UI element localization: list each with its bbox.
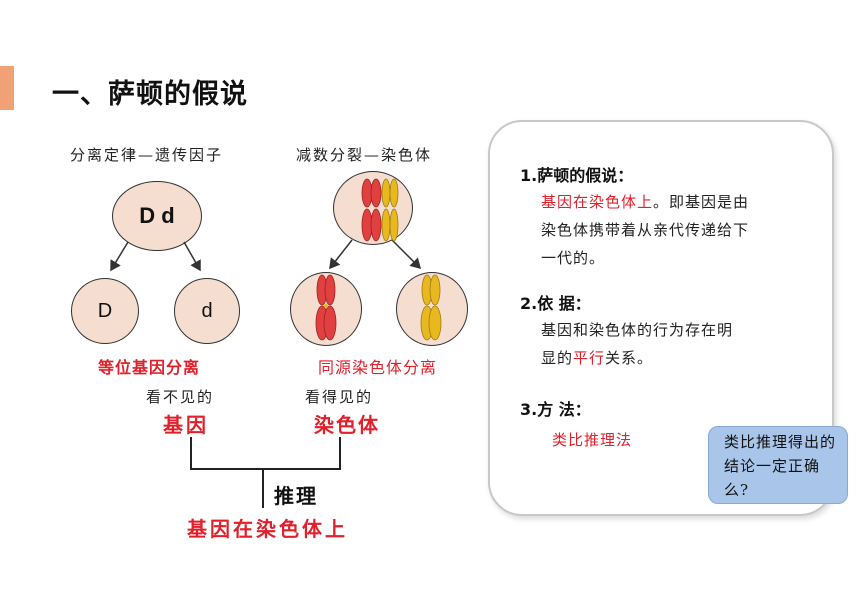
daughter-allele-lower: d [201, 299, 213, 322]
text-invisible: 看不见的 [146, 388, 215, 406]
hypothesis-key: 基因在染色体上 [541, 193, 654, 211]
arrow-chrom-right [391, 239, 422, 270]
chromosome-yellow-icon [420, 274, 442, 341]
hypothesis-line-1: 基因在染色体上。即基因是由 [541, 188, 831, 216]
label-homolog-separation: 同源染色体分离 [318, 358, 438, 377]
hypothesis-text: 基因在染色体上。即基因是由 染色体携带着从亲代传递给下 一代的。 [541, 188, 831, 272]
word-chromosome: 染色体 [314, 413, 380, 437]
reasoning-bracket [190, 437, 341, 470]
arrow-gene-left [110, 241, 129, 272]
caption-meiosis: 减数分裂—染色体 [296, 146, 433, 164]
chromosome-red-icon [315, 274, 337, 341]
conclusion-text: 基因在染色体上 [187, 517, 348, 541]
card-heading-hypothesis: 1.萨顿的假说： [520, 166, 634, 185]
page-title: 一、萨顿的假说 [52, 79, 248, 110]
daughter-cell-d-upper: D [71, 278, 139, 344]
basis-post: 关系。 [605, 349, 654, 367]
hypothesis-line-1-rest: 。即基因是由 [653, 193, 750, 211]
label-reasoning: 推理 [274, 484, 318, 508]
text-visible: 看得见的 [305, 388, 374, 406]
card-heading-basis: 2.依 据： [520, 294, 591, 313]
daughter-cell-d-lower: d [174, 278, 240, 344]
basis-line-2: 显的平行关系。 [541, 344, 831, 372]
basis-pre: 显的 [541, 349, 574, 367]
basis-text: 基因和染色体的行为存在明 显的平行关系。 [541, 316, 831, 372]
basis-key: 平行 [573, 349, 606, 367]
arrow-gene-right [183, 241, 201, 272]
hypothesis-line-3: 一代的。 [541, 249, 606, 267]
parent-alleles: D d [139, 203, 175, 228]
word-gene: 基因 [163, 413, 209, 437]
basis-line-1: 基因和染色体的行为存在明 [541, 321, 734, 339]
question-bubble-text: 类比推理得出的结论一定正确么? [724, 433, 837, 499]
card-heading-method: 3.方 法： [520, 400, 591, 419]
chromosome-pair-icon [361, 178, 399, 242]
hypothesis-line-2: 染色体携带着从亲代传递给下 [541, 221, 750, 239]
label-allele-separation: 等位基因分离 [98, 358, 201, 377]
method-text: 类比推理法 [552, 431, 633, 449]
daughter-allele-upper: D [97, 299, 113, 322]
hypothesis-card [488, 120, 834, 516]
question-bubble [708, 426, 848, 504]
arrow-chrom-left [329, 239, 353, 270]
caption-segregation-law: 分离定律—遗传因子 [70, 146, 224, 164]
parent-cell-gene: D d [112, 181, 202, 251]
title-accent-bar [0, 66, 14, 110]
